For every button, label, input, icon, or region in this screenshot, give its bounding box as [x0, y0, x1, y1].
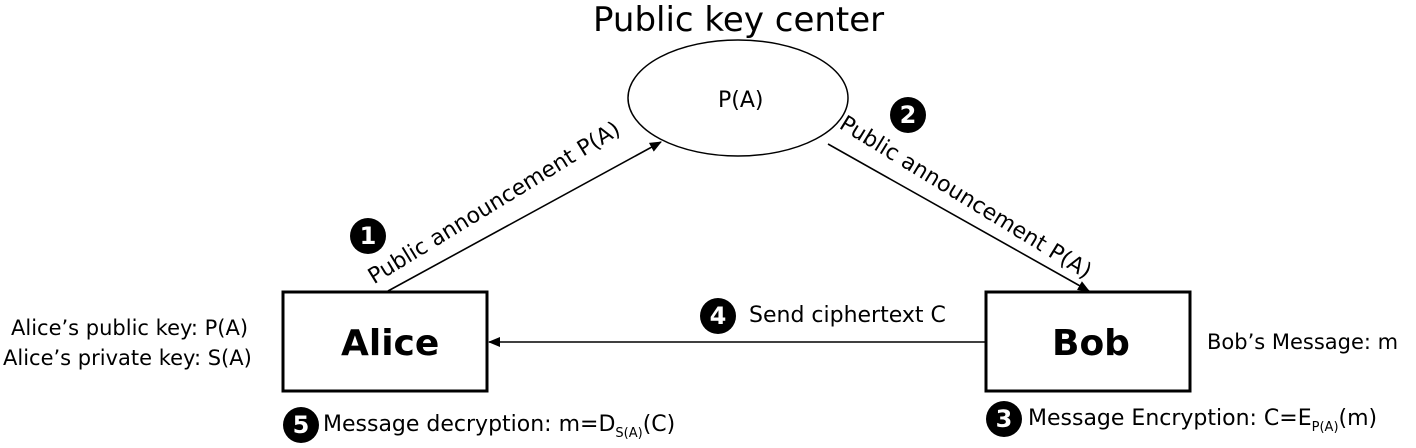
alice-box — [281, 290, 489, 393]
step-5-prefix: Message decryption: m=D — [323, 412, 616, 437]
step-4-label: Send ciphertext C — [749, 303, 946, 328]
bob-label: Bob — [1052, 323, 1130, 364]
bob-message-note: Bob’s Message: m — [1207, 330, 1399, 354]
step-5-label: Message decryption: m=DS(A)(C) — [323, 412, 676, 441]
step-3-suffix: (m) — [1338, 406, 1378, 431]
arrow-alice-to-center — [387, 141, 662, 292]
arrow-center-to-bob — [827, 143, 1090, 292]
alice-private-key-note: Alice’s private key: S(A) — [3, 346, 252, 370]
step-3-badge: 3 — [986, 401, 1022, 437]
step-5-badge: 5 — [283, 407, 319, 443]
alice-public-key-note: Alice’s public key: P(A) — [11, 316, 249, 340]
step-5-subscript: S(A) — [615, 426, 643, 441]
step-3-label: Message Encryption: C=EP(A)(m) — [1028, 406, 1378, 435]
public-key-center-ellipse — [627, 39, 849, 157]
center-node-label: P(A) — [718, 88, 764, 113]
step-5-suffix: (C) — [642, 412, 676, 437]
step-1-badge: 1 — [350, 218, 386, 254]
alice-label: Alice — [341, 323, 440, 364]
step-2-badge: 2 — [890, 97, 926, 133]
bob-box — [984, 290, 1192, 393]
step-3-subscript: P(A) — [1311, 420, 1339, 435]
step-4-badge: 4 — [700, 298, 736, 334]
step-3-prefix: Message Encryption: C=E — [1028, 406, 1312, 431]
diagram-title: Public key center — [593, 0, 885, 40]
